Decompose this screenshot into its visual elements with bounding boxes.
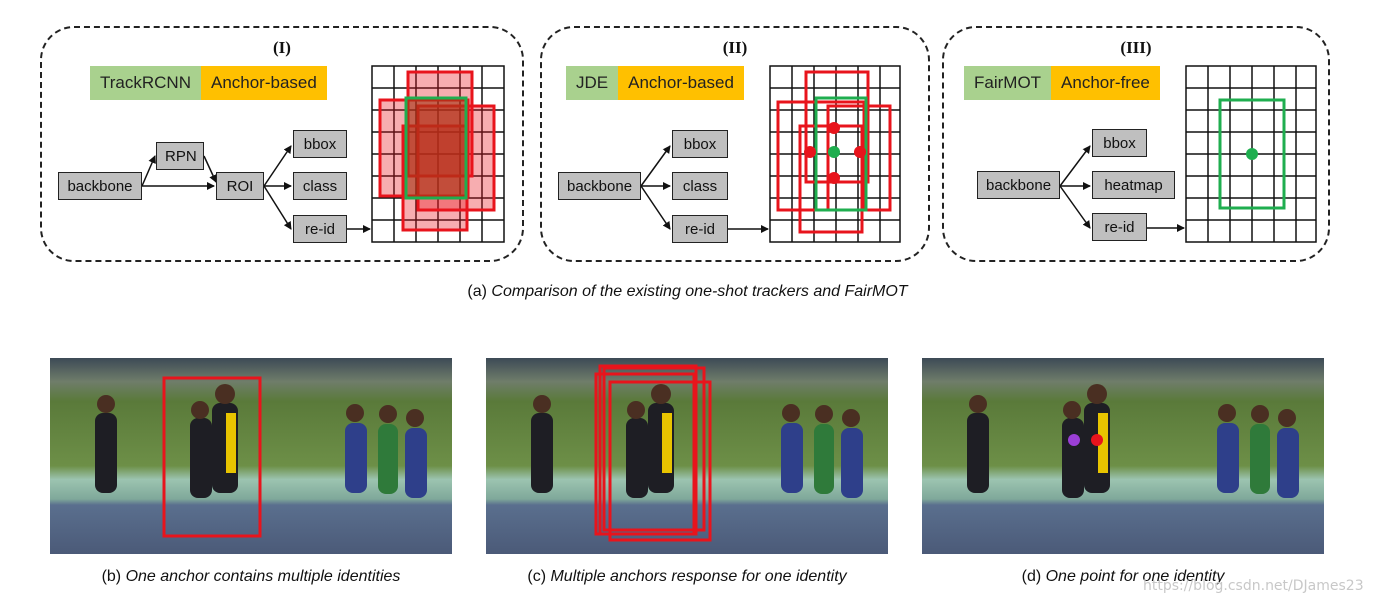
flow-arrows-panel-3 — [1059, 145, 1185, 232]
method-tag: JDE Anchor-based — [566, 66, 744, 100]
panel-jde: (II) JDE Anchor-based — [540, 26, 930, 262]
anchor-boxes-panel-1 — [378, 70, 496, 232]
method-type-tag: Anchor-free — [1051, 66, 1160, 100]
caption-prefix: (d) — [1021, 568, 1046, 585]
caption-prefix: (c) — [527, 568, 551, 585]
node-reid: re-id — [293, 215, 347, 243]
method-type-tag: Anchor-based — [200, 66, 327, 100]
node-backbone: backbone — [977, 171, 1060, 199]
panel-roman-label: (II) — [722, 38, 748, 57]
panel-roman-label: (I) — [273, 38, 291, 57]
feature-grid-panel-3 — [1185, 65, 1317, 243]
caption-text: Multiple anchors response for one identi… — [550, 568, 847, 585]
diagram-graphics — [141, 65, 1317, 243]
node-bbox: bbox — [293, 130, 347, 158]
caption-a: (a) Comparison of the existing one-shot … — [0, 283, 1375, 301]
node-reid: re-id — [1092, 213, 1147, 241]
flow-arrows-panel-2 — [640, 145, 769, 233]
panel-trackrcnn: (I) TrackRCNN Anchor-based — [40, 26, 524, 262]
node-backbone: backbone — [58, 172, 142, 200]
caption-prefix: (a) — [467, 283, 492, 300]
node-bbox: bbox — [1092, 129, 1147, 157]
caption-b: (b) One anchor contains multiple identit… — [50, 568, 452, 586]
node-rpn: RPN — [156, 142, 204, 170]
caption-d: (d) One point for one identity — [922, 568, 1324, 586]
caption-text: One point for one identity — [1045, 568, 1225, 585]
method-name-tag: TrackRCNN — [90, 66, 201, 100]
photo-runners-d — [922, 358, 1324, 554]
node-bbox: bbox — [672, 130, 728, 158]
anchor-boxes-panel-2 — [776, 70, 892, 234]
center-point-panel-3 — [1218, 98, 1286, 210]
feature-grid-panel-1 — [371, 65, 505, 243]
method-type-tag: Anchor-based — [618, 66, 744, 100]
method-tag: FairMOT Anchor-free — [964, 66, 1160, 100]
node-class: class — [293, 172, 347, 200]
photo-runners-c — [486, 358, 888, 554]
node-heatmap: heatmap — [1092, 171, 1175, 199]
panel-roman-label: (III) — [1120, 38, 1152, 57]
flow-arrows-panel-1 — [141, 145, 371, 233]
node-reid: re-id — [672, 215, 728, 243]
caption-c: (c) Multiple anchors response for one id… — [486, 568, 888, 586]
node-roi: ROI — [216, 172, 264, 200]
caption-text: Comparison of the existing one-shot trac… — [491, 283, 908, 300]
photo-runners-b — [50, 358, 452, 554]
method-name-tag: FairMOT — [964, 66, 1052, 100]
caption-text: One anchor contains multiple identities — [125, 568, 401, 585]
method-name-tag: JDE — [566, 66, 619, 100]
method-tag: TrackRCNN Anchor-based — [90, 66, 327, 100]
node-class: class — [672, 172, 728, 200]
node-backbone: backbone — [558, 172, 641, 200]
panel-fairmot: (III) FairMOT Anchor-free — [942, 26, 1330, 262]
caption-prefix: (b) — [101, 568, 126, 585]
watermark-text: https://blog.csdn.net/DJames23 — [1143, 578, 1364, 594]
